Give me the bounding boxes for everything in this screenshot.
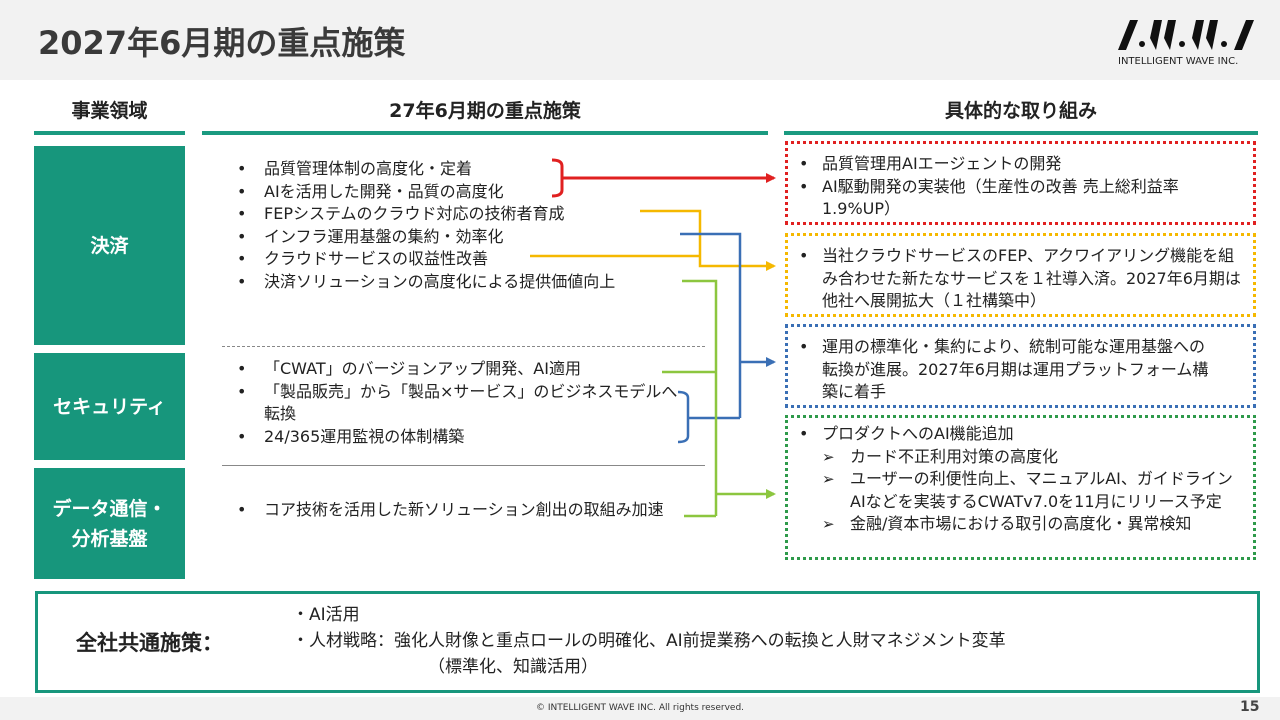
list-item: 金融/資本市場における取引の高度化・異常検知 bbox=[798, 513, 1243, 536]
company-wide-line: ・人材戦略：強化人財像と重点ロールの明確化、AI前提業務への転換と人財マネジメン… bbox=[292, 631, 1006, 651]
header-rule bbox=[784, 131, 1258, 135]
column-header-actions: 具体的な取り組み bbox=[944, 100, 1097, 122]
action-box-blue: 運用の標準化・集約により、統制可能な運用基盤への転換が進展。2027年6月期は運… bbox=[785, 324, 1256, 408]
domain-box-data: データ通信・ 分析基盤 bbox=[34, 468, 185, 579]
domain-box-security: セキュリティ bbox=[34, 353, 185, 460]
list-item: クラウドサービスの収益性改善 bbox=[232, 248, 692, 271]
page-number: 15 bbox=[1240, 699, 1260, 715]
company-wide-line: ・AI活用 bbox=[292, 605, 360, 625]
list-item: 運用の標準化・集約により、統制可能な運用基盤への転換が進展。2027年6月期は運… bbox=[798, 336, 1218, 404]
list-item: 品質管理用AIエージェントの開発 bbox=[798, 153, 1243, 176]
logo-text: INTELLIGENT WAVE INC. bbox=[1118, 56, 1239, 67]
company-wide-line: （標準化、知識活用） bbox=[428, 657, 598, 677]
action-box-red: 品質管理用AIエージェントの開発 AI駆動開発の実装他（生産性の改善 売上総利益… bbox=[785, 141, 1256, 225]
security-measures-list: 「CWAT」のバージョンアップ開発、AI適用 「製品販売」から「製品×サービス」… bbox=[232, 358, 679, 448]
divider bbox=[222, 465, 705, 466]
column-header-measures: 27年6月期の重点施策 bbox=[389, 100, 581, 122]
action-box-green: プロダクトへのAI機能追加 カード不正利用対策の高度化 ユーザーの利便性向上、マ… bbox=[785, 415, 1256, 560]
payment-measures-list: 品質管理体制の高度化・定着 AIを活用した開発・品質の高度化 FEPシステムのク… bbox=[232, 158, 692, 293]
list-item: FEPシステムのクラウド対応の技術者育成 bbox=[232, 203, 692, 226]
domain-box-payment: 決済 bbox=[34, 146, 185, 345]
list-item: 「CWAT」のバージョンアップ開発、AI適用 bbox=[232, 358, 679, 381]
blue-connector bbox=[677, 232, 776, 444]
list-item: AI駆動開発の実装他（生産性の改善 売上総利益率1.9%UP） bbox=[798, 176, 1243, 221]
list-item: 決済ソリューションの高度化による提供価値向上 bbox=[232, 271, 692, 294]
column-header-domain: 事業領域 bbox=[71, 100, 148, 122]
action-box-yellow: 当社クラウドサービスのFEP、アクワイアリング機能を組み合わせた新たなサービスを… bbox=[785, 233, 1256, 317]
list-item: 品質管理体制の高度化・定着 bbox=[232, 158, 692, 181]
list-item: 当社クラウドサービスのFEP、アクワイアリング機能を組み合わせた新たなサービスを… bbox=[798, 245, 1243, 313]
list-item: 24/365運用監視の体制構築 bbox=[232, 426, 679, 449]
page-title: 2027年6月期の重点施策 bbox=[38, 24, 406, 62]
list-item: 「製品販売」から「製品×サービス」のビジネスモデルへ転換 bbox=[232, 381, 679, 426]
data-measures-list: コア技術を活用した新ソリューション創出の取組み加速 bbox=[232, 499, 679, 522]
company-wide-label: 全社共通施策： bbox=[76, 631, 223, 655]
header-band bbox=[0, 0, 1280, 80]
footer-band bbox=[0, 697, 1280, 720]
list-item: カード不正利用対策の高度化 bbox=[798, 446, 1243, 469]
header-rule bbox=[202, 131, 768, 135]
copyright-text: © INTELLIGENT WAVE INC. All rights reser… bbox=[535, 703, 745, 713]
list-item: インフラ運用基盤の集約・効率化 bbox=[232, 226, 692, 249]
company-wide-text: ・AI活用 ・人材戦略：強化人財像と重点ロールの明確化、AI前提業務への転換と人… bbox=[292, 602, 1006, 680]
list-item: AIを活用した開発・品質の高度化 bbox=[232, 181, 692, 204]
yellow-connector bbox=[530, 209, 776, 271]
list-item: コア技術を活用した新ソリューション創出の取組み加速 bbox=[232, 499, 679, 522]
list-item: ユーザーの利便性向上、マニュアルAI、ガイドラインAIなどを実装するCWATv7… bbox=[798, 468, 1243, 513]
company-logo-icon bbox=[1118, 20, 1254, 50]
company-wide-box: 全社共通施策： ・AI活用 ・人材戦略：強化人財像と重点ロールの明確化、AI前提… bbox=[35, 591, 1260, 693]
divider bbox=[222, 346, 705, 347]
green-connector bbox=[662, 279, 776, 518]
list-item: プロダクトへのAI機能追加 bbox=[798, 423, 1243, 446]
red-connector bbox=[551, 158, 776, 198]
header-rule bbox=[34, 131, 185, 135]
